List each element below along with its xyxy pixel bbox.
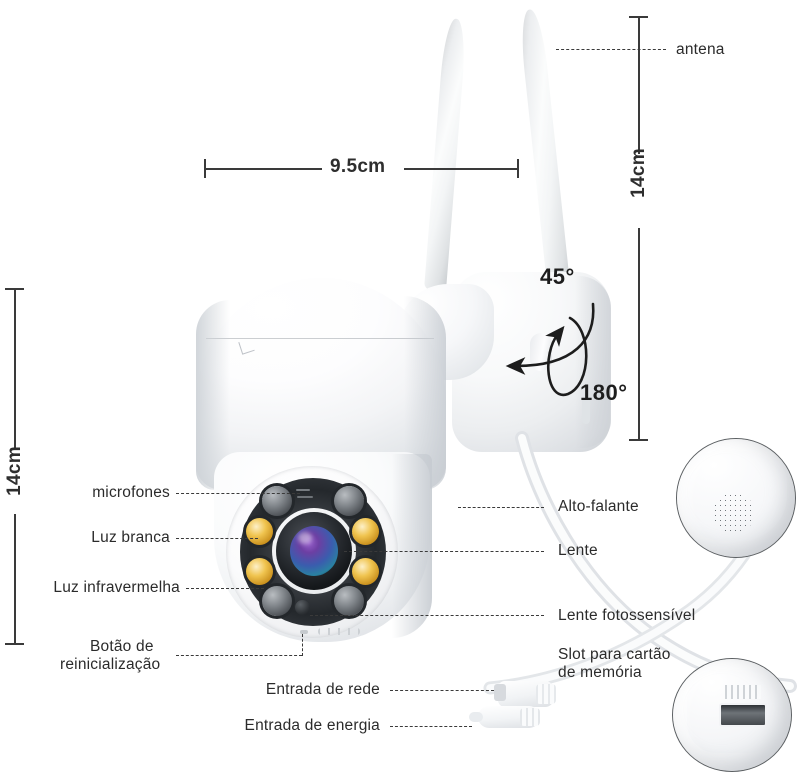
callout-lente-fotossensivel-label: Lente fotossensível <box>558 607 696 624</box>
callout-botao-reset-label-line2: reinicialização <box>60 656 161 673</box>
dim-height-left-tick-bottom <box>5 643 24 645</box>
white-led <box>352 558 379 585</box>
dome-seam-line <box>206 338 434 340</box>
dim-width-label: 9.5cm <box>330 156 386 177</box>
inset-edge-shadow <box>673 659 791 771</box>
dim-height-right-line-b <box>638 228 640 440</box>
callout-alto-falante-leader <box>458 507 544 508</box>
callout-lente-label: Lente <box>558 542 598 559</box>
dim-height-right-label: 14cm <box>627 148 649 198</box>
callout-luz-infravermelha-leader <box>186 588 264 589</box>
light-sensor <box>295 600 310 615</box>
white-led <box>246 558 273 585</box>
callout-microfones-leader <box>176 493 300 494</box>
lens-glass-reflection <box>290 526 338 576</box>
speaker-grille-icon <box>713 493 755 533</box>
callout-entrada-rede-leader <box>390 690 494 691</box>
rotation-arrows <box>505 302 595 397</box>
callout-botao-reset-label-line1: Botão de <box>90 638 154 655</box>
callout-microfones-label: microfones <box>92 484 170 501</box>
dim-width-line-left <box>204 168 322 170</box>
microphone-hole <box>297 496 313 499</box>
inset-edge-shadow <box>677 439 795 557</box>
lens-highlight <box>298 532 312 544</box>
callout-antena-label: antena <box>676 41 725 58</box>
white-led <box>246 518 273 545</box>
mount-vent-slot <box>582 398 590 424</box>
tilt-angle-label: 45° <box>540 264 575 289</box>
bottom-vents <box>318 628 360 635</box>
sdcard-inset <box>672 658 792 772</box>
callout-alto-falante-label: Alto-falante <box>558 498 639 515</box>
dim-height-left-line-b <box>14 514 16 644</box>
power-connector-tip <box>469 712 483 722</box>
callout-lente-leader <box>344 551 544 552</box>
callout-luz-branca-label: Luz branca <box>91 529 170 546</box>
white-led <box>352 518 379 545</box>
callout-entrada-energia-label: Entrada de energia <box>244 717 380 734</box>
antenna-right <box>518 8 571 296</box>
callout-slot-cartao-label-line1: Slot para cartão <box>558 646 671 663</box>
speaker-inset <box>676 438 796 558</box>
callout-entrada-energia-leader <box>390 726 472 727</box>
callout-lente-fotossensivel-leader <box>310 615 544 616</box>
dim-width-tick-right <box>517 159 519 178</box>
network-connector-clip <box>494 684 506 701</box>
ir-led <box>334 486 364 516</box>
callout-entrada-rede-label: Entrada de rede <box>265 681 380 698</box>
reset-button <box>300 630 308 634</box>
microphone-hole <box>296 489 310 492</box>
dim-height-right-tick-bottom <box>629 439 648 441</box>
sdcard-slot-icon <box>719 703 767 727</box>
dim-height-right-tick-top <box>629 16 648 18</box>
pan-angle-label: 180° <box>580 380 628 405</box>
callout-botao-reset-leader <box>176 655 302 656</box>
dim-height-right-line <box>638 16 640 154</box>
ir-led <box>262 586 292 616</box>
dim-width-line-right <box>404 168 518 170</box>
dim-height-left-tick-top <box>5 288 24 290</box>
dim-width-tick-left <box>204 159 206 178</box>
callout-luz-branca-leader <box>176 538 258 539</box>
slot-vent-ribs <box>725 685 761 699</box>
collar-right-shade <box>392 454 432 638</box>
callout-antena-leader <box>556 49 666 50</box>
dim-height-left-line <box>14 288 16 450</box>
ir-led <box>334 586 364 616</box>
callout-slot-cartao-label-line2: de memória <box>558 664 642 681</box>
antenna-left <box>424 17 468 291</box>
power-connector-ribs <box>520 708 540 726</box>
callout-luz-infravermelha-label: Luz infravermelha <box>53 579 180 596</box>
callout-botao-reset-leader-vertical <box>302 634 303 656</box>
ir-led <box>262 486 292 516</box>
diagram-canvas: 9.5cm 14cm 14cm 45° 180° microfones Luz … <box>3 8 797 772</box>
network-connector-ribs <box>536 684 556 704</box>
